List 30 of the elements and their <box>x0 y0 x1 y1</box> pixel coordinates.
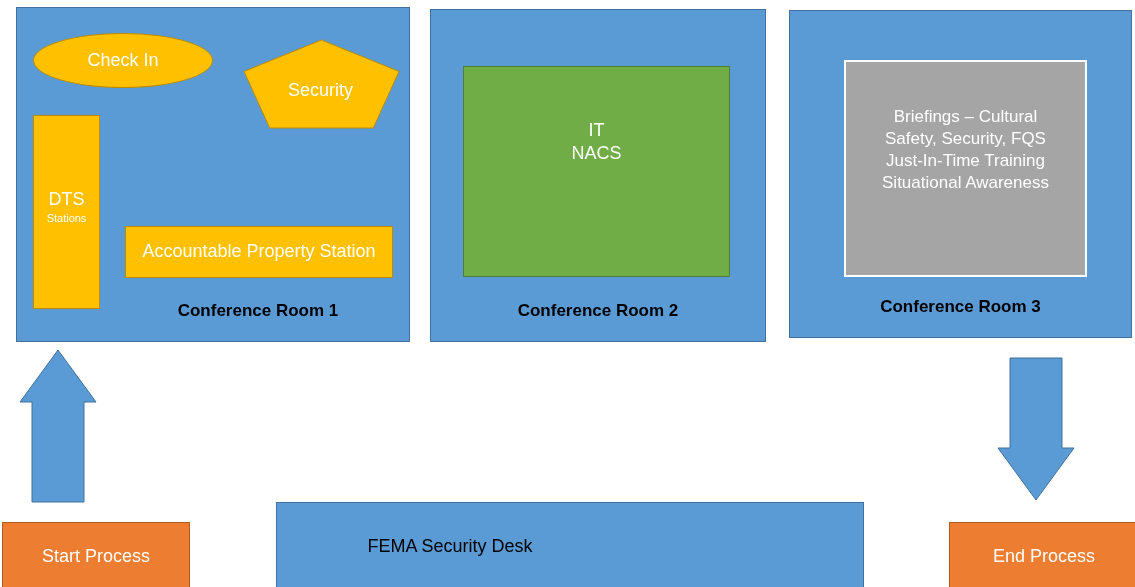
terminal-box <box>2 522 190 587</box>
box-subtitle: Stations <box>46 211 87 226</box>
box-label: Briefings – Cultural <box>893 106 1038 128</box>
box-label: Just-In-Time Training <box>886 150 1045 173</box>
block-arrow <box>997 357 1075 501</box>
box-label: Start Process <box>41 545 150 569</box>
box-label: DTS <box>48 188 85 211</box>
box-label: Accountable Property Station <box>142 240 376 264</box>
room-panel <box>789 10 1132 338</box>
terminal-box <box>949 522 1135 587</box>
box-label: NACS <box>571 142 622 166</box>
box-label: End Process <box>992 545 1096 569</box>
box-label: Safety, Security, FQS <box>885 128 1046 151</box>
box-label: Check In <box>87 48 159 72</box>
box-label: IT <box>588 119 605 142</box>
station-box <box>33 115 100 309</box>
info-box <box>844 60 1087 277</box>
desk-box <box>276 502 864 587</box>
block-arrow <box>19 349 97 503</box>
station-box <box>125 226 393 278</box>
room-panel <box>16 7 410 342</box>
pentagon-shape <box>242 38 399 128</box>
box-label: Security <box>288 79 353 103</box>
room-title: Conference Room 2 <box>516 301 680 321</box>
info-box <box>463 66 730 277</box>
room-panel <box>430 9 766 342</box>
box-label: Situational Awareness <box>882 172 1049 195</box>
box-label: FEMA Security Desk <box>367 535 533 559</box>
room-title: Conference Room 3 <box>879 297 1042 317</box>
room-title: Conference Room 1 <box>176 301 340 321</box>
